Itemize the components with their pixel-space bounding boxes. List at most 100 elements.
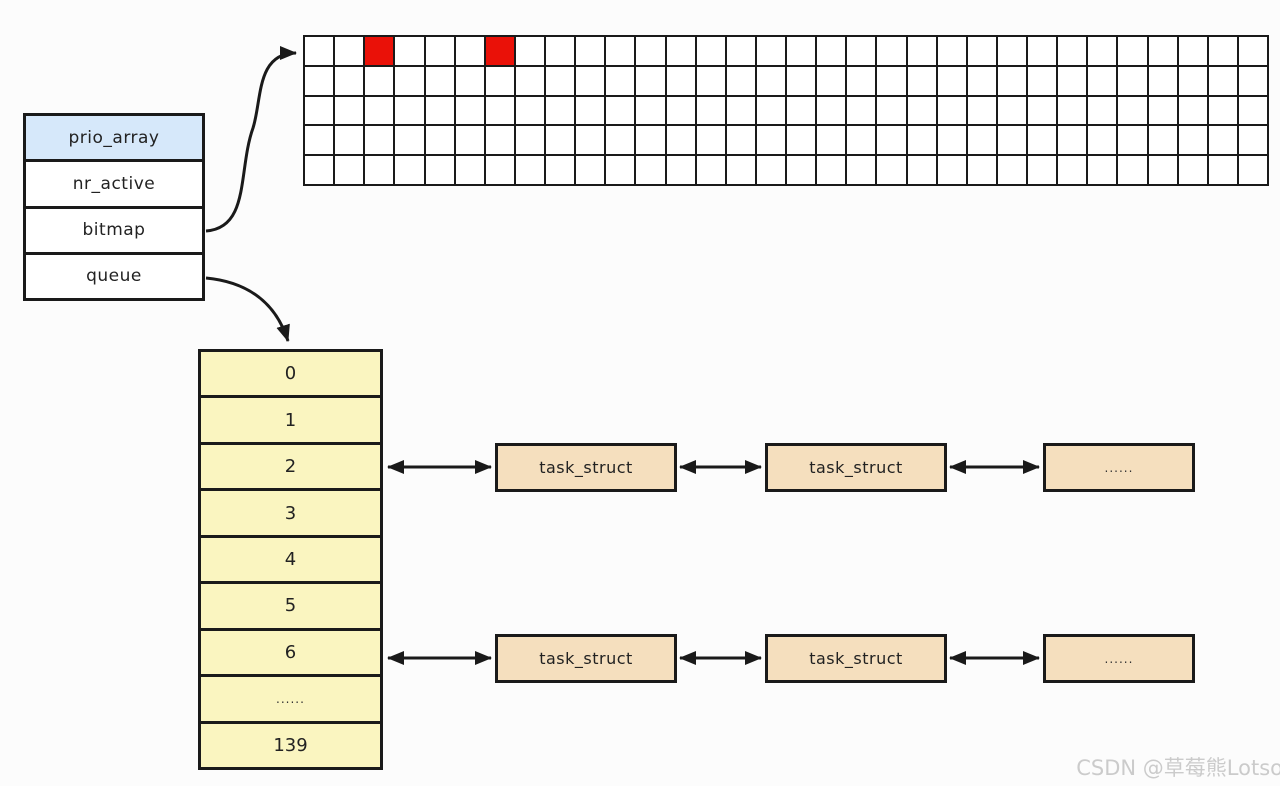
bitmap-bit xyxy=(546,156,575,184)
bitmap-bit-set xyxy=(365,37,394,65)
bitmap-bit xyxy=(606,96,635,125)
bitmap-bit xyxy=(696,126,725,155)
bitmap-bit xyxy=(395,37,424,65)
bitmap-bit xyxy=(997,96,1026,125)
bitmap-bit xyxy=(515,156,544,184)
struct-field-nr-active: nr_active xyxy=(26,162,202,206)
bitmap-bit xyxy=(485,126,514,155)
bitmap-bit xyxy=(335,37,364,65)
bitmap-bit xyxy=(1028,156,1057,184)
task-list-continues-box: ...... xyxy=(1043,634,1195,683)
struct-field-queue: queue xyxy=(26,254,202,298)
bitmap-bit xyxy=(335,156,364,184)
bitmap-bit xyxy=(1238,66,1267,95)
bitmap-bit xyxy=(937,37,966,65)
bitmap-bit xyxy=(696,96,725,125)
bitmap-bit xyxy=(1118,37,1147,65)
bitmap-bit xyxy=(455,66,484,95)
bitmap-bit xyxy=(666,66,695,95)
bitmap-bit xyxy=(967,37,996,65)
bitmap-bit xyxy=(997,66,1026,95)
bitmap-bit xyxy=(1238,37,1267,65)
bitmap-bit xyxy=(877,126,906,155)
bitmap-bit xyxy=(365,156,394,184)
bitmap-bit xyxy=(1178,126,1207,155)
bitmap-bit xyxy=(877,96,906,125)
bitmap-bit xyxy=(1148,96,1177,125)
bitmap-bit xyxy=(455,126,484,155)
bitmap-bit xyxy=(1118,96,1147,125)
bitmap-bit xyxy=(1028,126,1057,155)
bitmap-bit xyxy=(847,66,876,95)
bitmap-bit xyxy=(485,66,514,95)
bitmap-bit xyxy=(696,66,725,95)
queue-pointer-arrow xyxy=(205,276,290,342)
bitmap-bit xyxy=(1208,96,1237,125)
bitmap-bit xyxy=(787,156,816,184)
bitmap-bit xyxy=(1088,66,1117,95)
bitmap-bit xyxy=(967,66,996,95)
bitmap-bit xyxy=(425,37,454,65)
bitmap-bit xyxy=(1118,66,1147,95)
bitmap-bit xyxy=(335,66,364,95)
bitmap-bit xyxy=(546,37,575,65)
bitmap-bit xyxy=(666,126,695,155)
prio-array-struct: prio_array nr_active bitmap queue xyxy=(23,113,205,301)
bitmap-bit xyxy=(1208,126,1237,155)
bitmap-bit xyxy=(1058,156,1087,184)
bitmap-bit xyxy=(666,156,695,184)
bitmap-bit xyxy=(726,126,755,155)
priority-row: 3 xyxy=(201,491,380,535)
bitmap-bit xyxy=(1208,66,1237,95)
bitmap-bit xyxy=(666,37,695,65)
bitmap-bit xyxy=(1178,66,1207,95)
bitmap-bit xyxy=(606,66,635,95)
bitmap-bit xyxy=(1118,126,1147,155)
priority-row: 139 xyxy=(201,723,380,767)
bitmap-bit xyxy=(756,126,785,155)
priority-row: 0 xyxy=(201,352,380,396)
bitmap-bit xyxy=(726,66,755,95)
bitmap-bit xyxy=(365,126,394,155)
bitmap-bit xyxy=(395,126,424,155)
bitmap-bit xyxy=(305,156,334,184)
bitmap-bit xyxy=(1028,37,1057,65)
bitmap-bit xyxy=(1058,66,1087,95)
bitmap-bit xyxy=(636,37,665,65)
bitmap-bit xyxy=(756,37,785,65)
bitmap-bit xyxy=(877,66,906,95)
bitmap-bit xyxy=(756,96,785,125)
bitmap-bit xyxy=(787,66,816,95)
priority-row: 6 xyxy=(201,630,380,675)
bitmap-bit xyxy=(787,126,816,155)
bitmap-bit xyxy=(546,66,575,95)
bitmap-bit xyxy=(1178,156,1207,184)
task-struct-box: task_struct xyxy=(765,443,947,492)
bitmap-bit xyxy=(756,156,785,184)
struct-field-bitmap: bitmap xyxy=(26,208,202,252)
bitmap-bit xyxy=(576,156,605,184)
bitmap-bit xyxy=(817,66,846,95)
bitmap-bit xyxy=(576,66,605,95)
bitmap-bit xyxy=(787,96,816,125)
bitmap-bit xyxy=(997,156,1026,184)
csdn-watermark: CSDN @草莓熊Lotso xyxy=(1076,756,1280,780)
bitmap-bit xyxy=(1028,96,1057,125)
bitmap-pointer-arrow xyxy=(205,46,297,233)
bitmap-bit xyxy=(1238,126,1267,155)
bitmap-bit xyxy=(546,96,575,125)
bitmap-bit xyxy=(636,66,665,95)
bitmap-bit xyxy=(1058,126,1087,155)
bitmap-bit xyxy=(365,66,394,95)
bitmap-bit xyxy=(847,37,876,65)
bitmap-bit xyxy=(515,66,544,95)
bitmap-bit xyxy=(395,66,424,95)
bitmap-bit xyxy=(636,126,665,155)
bitmap-bit xyxy=(1088,96,1117,125)
bitmap-bit xyxy=(1058,96,1087,125)
bitmap-bit xyxy=(696,156,725,184)
bitmap-bit xyxy=(485,96,514,125)
bitmap-bit xyxy=(365,96,394,125)
